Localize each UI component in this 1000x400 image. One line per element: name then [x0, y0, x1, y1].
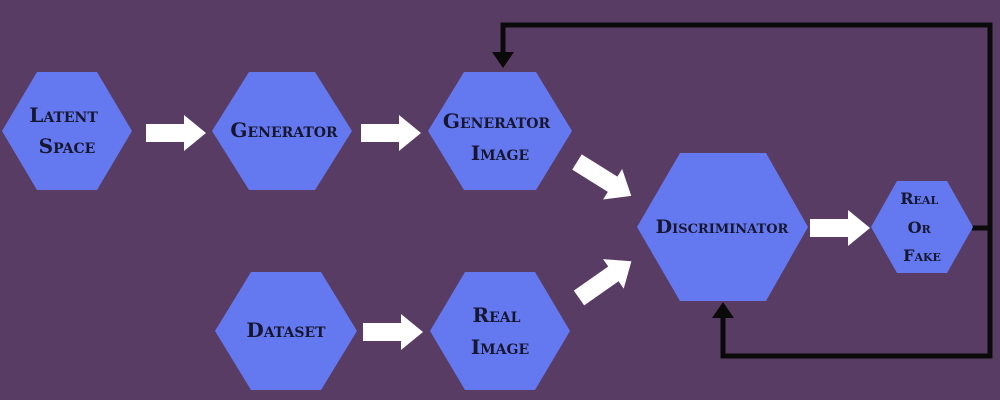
arrow-generator-to-generator-image [361, 115, 421, 151]
arrow-generator-image-to-discriminator [572, 154, 632, 200]
feedback-arrowhead-discriminator [712, 302, 734, 318]
latent-space-hexagon [2, 72, 132, 190]
discriminator-label-line-1: Discriminator [656, 216, 789, 238]
real-or-fake-hexagon [871, 181, 973, 273]
feedback-line-to-discriminator [720, 228, 993, 359]
latent-space-label-line-1: Latent [29, 103, 98, 127]
node-real-or-fake: Real Or Fake [871, 181, 973, 273]
real-image-label-line-1: Real [473, 303, 521, 327]
arrow-dataset-to-real-image [363, 314, 423, 350]
node-real-image: Real Image [430, 272, 570, 390]
generator-image-hexagon [428, 72, 572, 190]
real-or-fake-label: Real Or Fake [900, 189, 944, 265]
generator-image-label-line-2: Image [471, 141, 529, 165]
node-generator-image: Generator Image [428, 72, 572, 190]
real-or-fake-label-line-3: Fake [903, 246, 941, 265]
real-image-hexagon [430, 272, 570, 390]
arrow-discriminator-to-real-or-fake [810, 210, 870, 246]
node-latent-space: Latent Space [2, 72, 132, 190]
generator-image-label-line-1: Generator [443, 109, 551, 133]
generator-label-line-1: Generator [230, 118, 338, 142]
feedback-loops [492, 22, 993, 359]
dataset-label: Dataset [246, 318, 326, 342]
generator-label: Generator [230, 118, 338, 142]
feedback-line-to-generator-image [500, 22, 993, 231]
real-image-label: Real Image [471, 303, 529, 359]
real-or-fake-label-line-1: Real [900, 189, 938, 208]
generator-image-label: Generator Image [443, 109, 557, 165]
dataset-label-line-1: Dataset [246, 318, 326, 342]
flow-arrows [146, 115, 870, 350]
arrow-latent-to-generator [146, 115, 206, 151]
node-dataset: Dataset [215, 272, 357, 390]
real-or-fake-label-line-2: Or [908, 218, 932, 237]
latent-space-label-line-2: Space [39, 134, 96, 158]
dataset-hexagon [215, 272, 357, 390]
arrow-real-image-to-discriminator [573, 259, 632, 306]
node-generator: Generator [212, 72, 352, 190]
feedback-arrowhead-generator-image [492, 52, 514, 68]
generator-hexagon [212, 72, 352, 190]
latent-space-label: Latent Space [29, 103, 104, 158]
discriminator-hexagon [637, 153, 808, 301]
node-discriminator: Discriminator [637, 153, 808, 301]
real-image-label-line-2: Image [471, 335, 529, 359]
discriminator-label: Discriminator [656, 216, 789, 238]
